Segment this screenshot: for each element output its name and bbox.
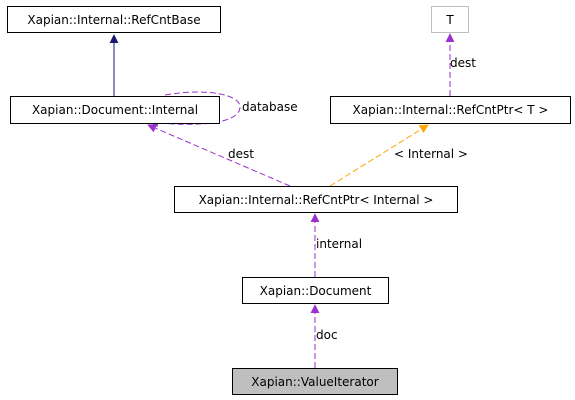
- edge-label-internal: internal: [316, 237, 363, 251]
- edge-template-internal: [329, 124, 429, 187]
- edge-label-dest-t: dest: [450, 56, 476, 70]
- node-refcntptr-t[interactable]: Xapian::Internal::RefCntPtr< T >: [330, 96, 571, 124]
- node-refcntbase[interactable]: Xapian::Internal::RefCntBase: [7, 6, 221, 33]
- node-refcntptr-internal[interactable]: Xapian::Internal::RefCntPtr< Internal >: [174, 186, 458, 213]
- node-template-param-t: T: [431, 6, 469, 33]
- edge-label-dest-internal: dest: [228, 147, 254, 161]
- edge-label-template-internal: < Internal >: [394, 147, 468, 161]
- node-valueiterator: Xapian::ValueIterator: [232, 368, 398, 395]
- edge-dest-internal: [147, 124, 291, 187]
- node-document-internal[interactable]: Xapian::Document::Internal: [10, 96, 220, 124]
- node-document[interactable]: Xapian::Document: [242, 277, 389, 304]
- edge-label-doc: doc: [316, 328, 338, 342]
- edge-label-database: database: [242, 100, 298, 114]
- edge-database-selfloop: [149, 91, 241, 128]
